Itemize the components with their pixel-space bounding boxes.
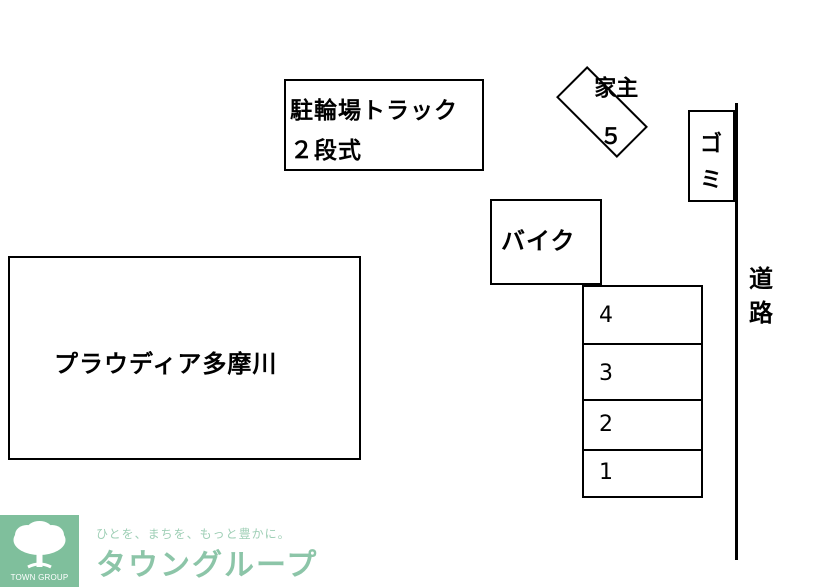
owner-parking-space: 家主 ５: [556, 66, 648, 158]
parking-stall-1: 1: [582, 449, 703, 498]
motorbike-label: バイク: [501, 227, 576, 255]
company-tagline: ひとを、まちを、もっと豊かに。: [96, 527, 291, 541]
road-line: [735, 103, 738, 560]
motorbike-parking-area: バイク: [490, 199, 602, 285]
tree-icon: [13, 521, 66, 569]
building: プラウディア多摩川: [8, 256, 361, 460]
garbage-label-char-1: ゴ: [700, 132, 723, 157]
parking-stall-4: 4: [582, 285, 703, 345]
bicycle-parking-type: ２段式: [290, 138, 362, 164]
stall-number: 1: [599, 460, 613, 485]
stall-number: 4: [599, 303, 613, 328]
owner-space-number: ５: [599, 124, 622, 150]
stall-number: 3: [599, 361, 613, 386]
parking-stall-2: 2: [582, 399, 703, 451]
company-name: タウングループ: [96, 548, 319, 583]
stall-number: 2: [599, 412, 613, 437]
bicycle-parking-area: 駐輪場トラック ２段式: [284, 79, 484, 171]
garbage-label-char-2: ミ: [700, 168, 723, 193]
owner-space-label: 家主: [594, 76, 639, 102]
company-logo-mark: TOWN GROUP: [0, 515, 79, 587]
road-label-char-2: 路: [749, 299, 773, 327]
parking-stall-3: 3: [582, 343, 703, 401]
logo-mark-text: TOWN GROUP: [10, 573, 69, 582]
road-label-char-1: 道: [749, 265, 773, 293]
building-name: プラウディア多摩川: [54, 350, 278, 378]
bicycle-parking-label: 駐輪場トラック: [290, 98, 458, 124]
garbage-area: ゴ ミ: [688, 110, 735, 202]
